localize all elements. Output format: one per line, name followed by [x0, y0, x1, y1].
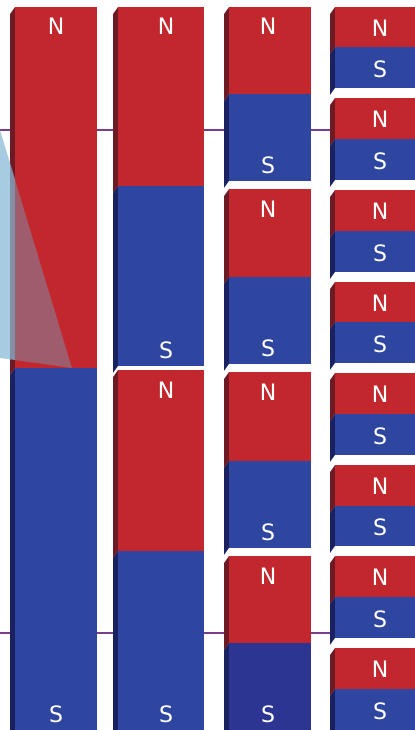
- magnet-side-north: [113, 7, 118, 193]
- magnet-side-south: [224, 643, 229, 730]
- magnet-side-south: [330, 322, 335, 370]
- magnet-side-north: [113, 370, 118, 558]
- magnet: N S: [330, 190, 415, 279]
- north-label: N: [372, 17, 388, 42]
- south-label: S: [159, 339, 173, 364]
- north-label: N: [260, 15, 276, 40]
- magnet-side-south: [330, 414, 335, 462]
- magnet: N S: [224, 556, 311, 730]
- magnet-side-north: [224, 556, 229, 650]
- north-label: N: [260, 381, 276, 406]
- magnet-side-south: [330, 231, 335, 279]
- magnet-side-south: [113, 551, 118, 730]
- magnet: N S: [330, 373, 415, 462]
- north-label: N: [48, 15, 64, 40]
- north-label: N: [372, 566, 388, 591]
- magnet-side-south: [224, 277, 229, 371]
- magnet-side-north: [330, 282, 335, 329]
- south-label: S: [261, 703, 275, 728]
- magnet-side-south: [330, 597, 335, 645]
- south-label: S: [373, 58, 387, 83]
- column-1: N S: [10, 7, 97, 730]
- south-label: S: [373, 425, 387, 450]
- magnet: N S: [330, 98, 415, 187]
- magnet-side-north: [330, 373, 335, 421]
- north-label: N: [372, 292, 388, 317]
- magnet-side-north: [224, 7, 229, 101]
- magnet: N S: [113, 7, 204, 373]
- north-label: N: [372, 200, 388, 225]
- south-label: S: [49, 703, 63, 728]
- magnet: N S: [330, 465, 415, 553]
- magnet-side-north: [330, 7, 335, 54]
- north-label: N: [260, 565, 276, 590]
- magnet-side-south: [113, 186, 118, 373]
- magnet-side-south: [330, 47, 335, 95]
- magnet: N S: [330, 7, 415, 95]
- north-label: N: [372, 475, 388, 500]
- magnet: N S: [224, 7, 311, 188]
- north-label: N: [372, 658, 388, 683]
- south-label: S: [373, 150, 387, 175]
- south-label: S: [261, 521, 275, 546]
- south-label: S: [373, 333, 387, 358]
- magnet-side-south: [330, 689, 335, 730]
- south-label: S: [261, 154, 275, 179]
- south-label: S: [261, 337, 275, 362]
- north-label: N: [158, 15, 174, 40]
- column-3: N S N S N S N S: [224, 7, 311, 730]
- magnet: N S: [330, 648, 415, 730]
- magnet-side-north: [224, 189, 229, 284]
- south-label: S: [373, 608, 387, 633]
- magnet-side-north: [224, 372, 229, 468]
- column-4: N S N S N S N S: [330, 7, 415, 730]
- magnet-side-south: [224, 461, 229, 555]
- magnet-side-north: [330, 556, 335, 604]
- magnet-side-south: [224, 94, 229, 188]
- south-label: S: [373, 516, 387, 541]
- magnet-side-north: [330, 465, 335, 513]
- south-label: S: [373, 700, 387, 725]
- magnet: N S: [113, 370, 204, 730]
- magnet: N S: [224, 372, 311, 555]
- magnet: N S: [330, 282, 415, 370]
- south-label: S: [159, 703, 173, 728]
- magnet: N S: [224, 189, 311, 371]
- column-2: N S N S: [113, 7, 204, 730]
- magnet: N S: [10, 7, 97, 730]
- magnet-side-north: [330, 648, 335, 696]
- magnet-side-north: [330, 98, 335, 146]
- north-label: N: [372, 108, 388, 133]
- magnet-side-north: [330, 190, 335, 238]
- magnet-side-south: [330, 139, 335, 187]
- south-label: S: [373, 242, 387, 267]
- magnet: N S: [330, 556, 415, 645]
- north-label: N: [158, 379, 174, 404]
- north-label: N: [260, 198, 276, 223]
- north-label: N: [372, 383, 388, 408]
- south-pole: [15, 368, 97, 730]
- magnet-side-south: [10, 368, 15, 730]
- magnet-side-south: [330, 506, 335, 553]
